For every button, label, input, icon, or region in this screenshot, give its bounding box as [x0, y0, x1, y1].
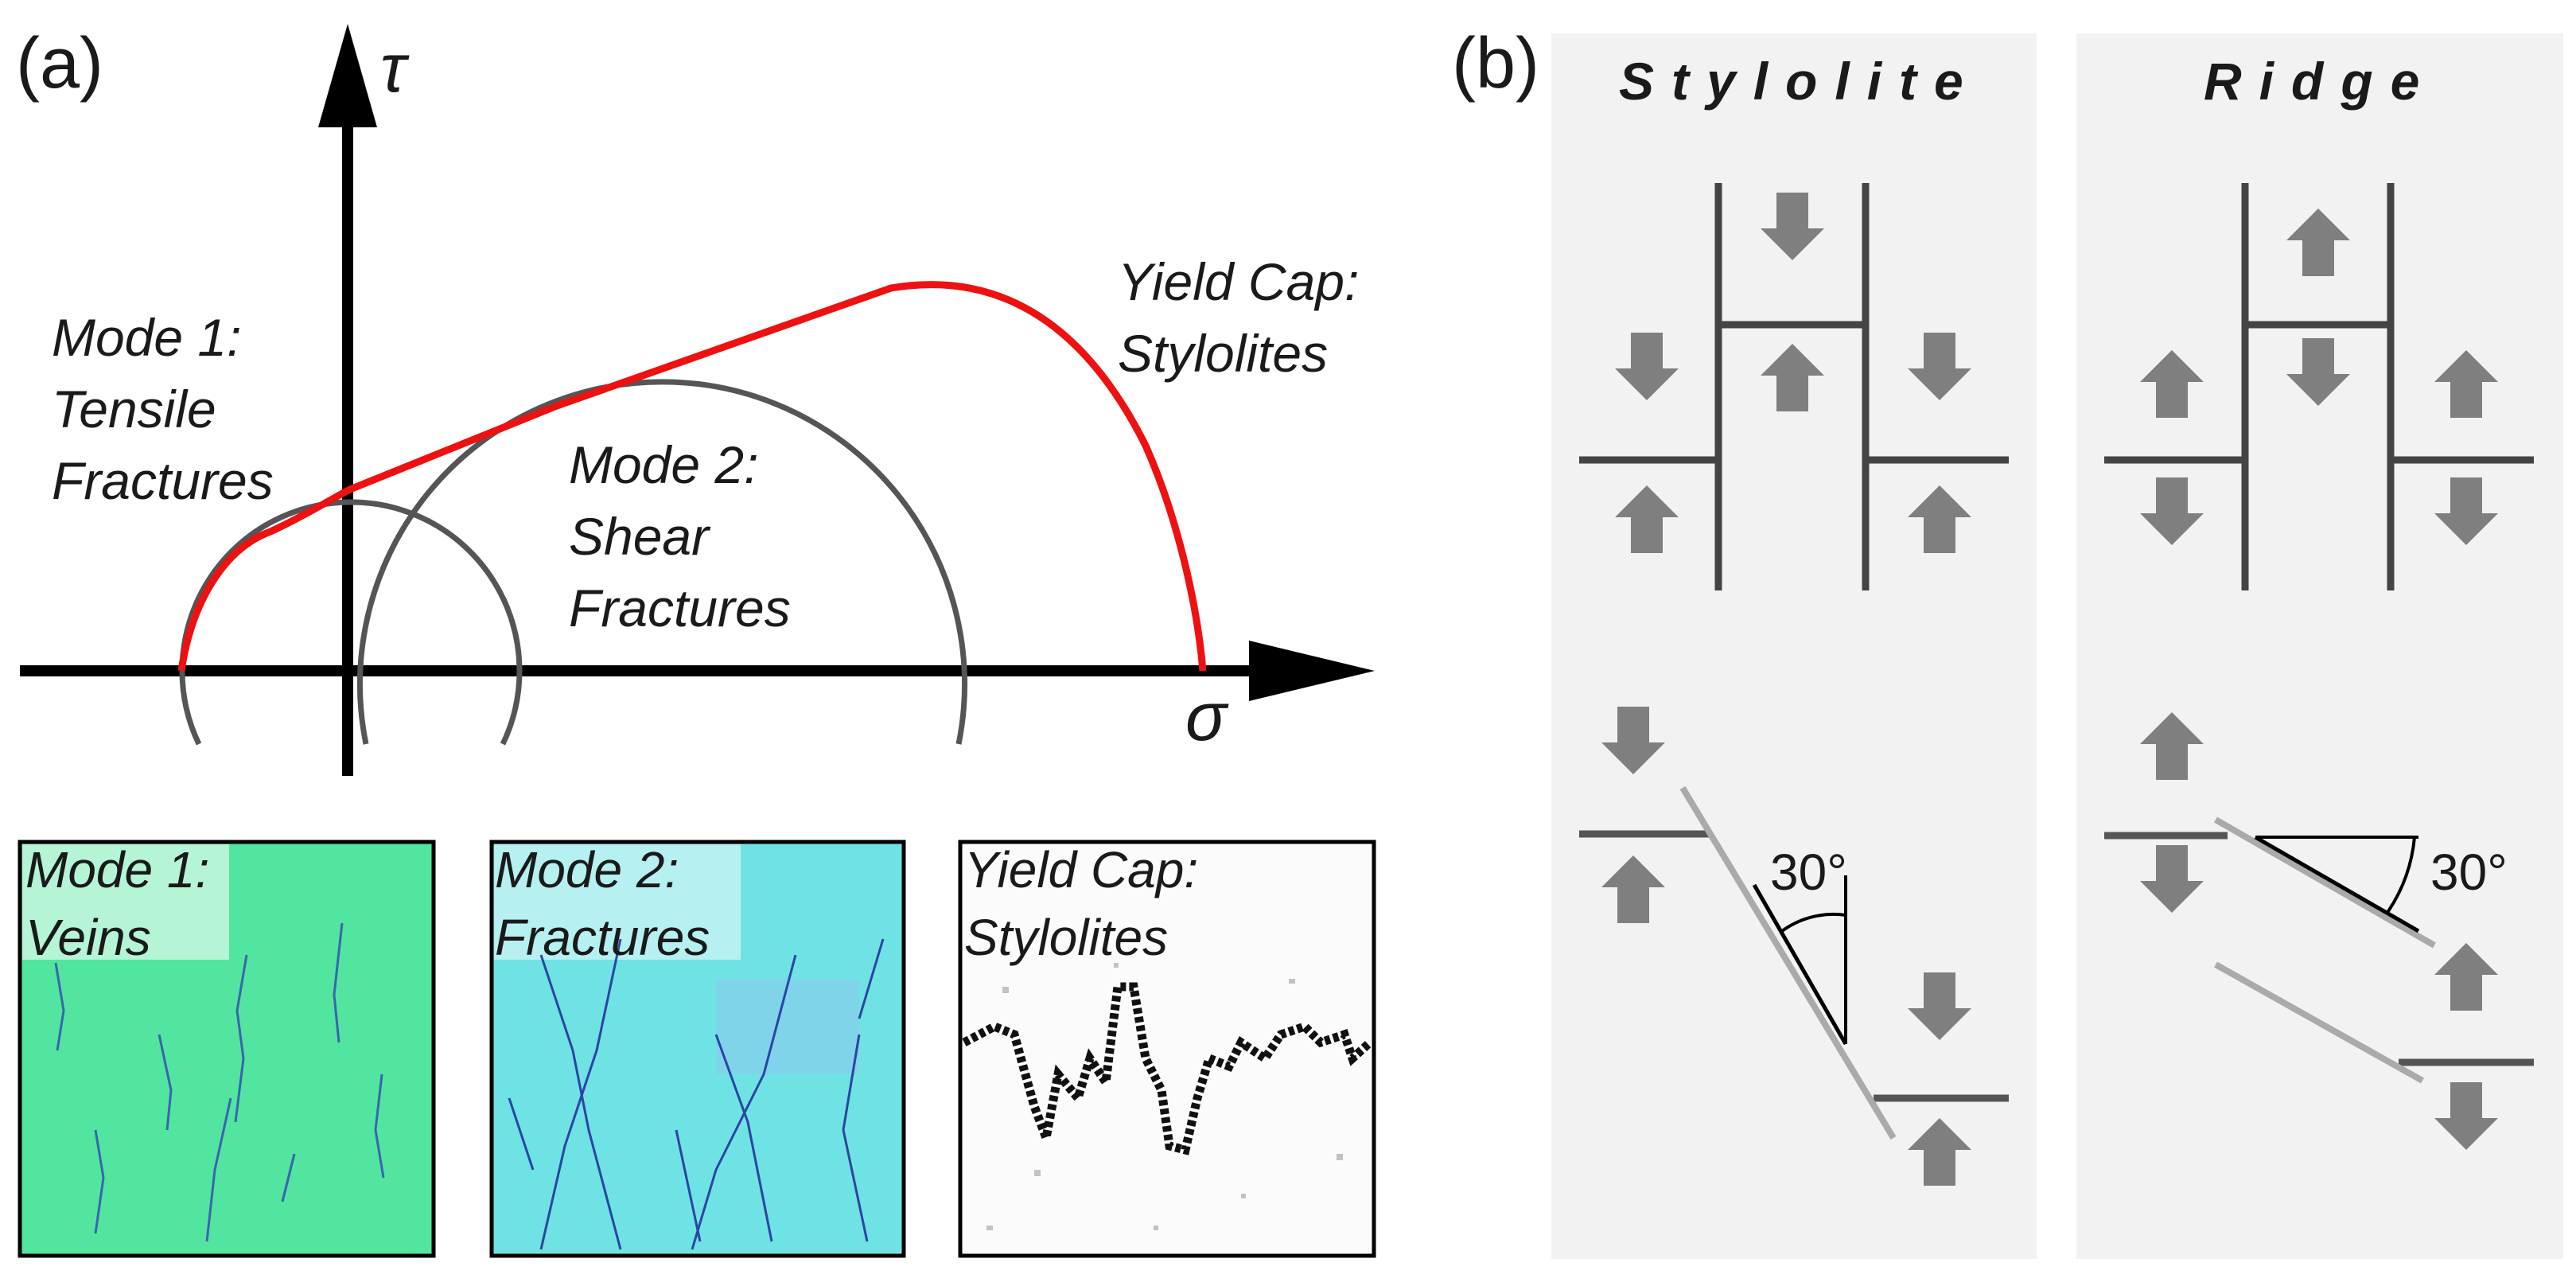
sigma-arrowhead: [1249, 641, 1375, 701]
mode2-label: Mode 2: Shear Fractures: [569, 435, 791, 637]
mohr-circle-large: [357, 379, 967, 745]
svg-text:Mode 1: Veins: Mode 1: Veins: [25, 841, 224, 966]
stylolite-angle-label: 30°: [1770, 844, 1847, 901]
svg-text:Yield Cap: Stylolites: Yield Cap: Stylolites: [964, 841, 1212, 966]
mohr-axes: [20, 24, 1375, 776]
panel-a-label: (a): [16, 24, 103, 103]
panel-b-label: (b): [1452, 24, 1539, 103]
mode1-label: Mode 1: Tensile Fractures: [52, 308, 274, 510]
sigma-label: σ: [1185, 679, 1229, 755]
stylolite-seam: [962, 982, 1373, 1155]
stylolite-schematic-angled: 30°: [1579, 707, 2009, 1186]
photo-veins: Mode 1: Veins: [18, 840, 436, 1258]
failure-envelope: [177, 281, 1207, 672]
stylolite-schematic-top: [1579, 183, 2009, 590]
ridge-schematic-top: [2104, 183, 2534, 590]
tau-arrowhead: [318, 24, 377, 127]
stylolite-title: Stylolite: [1619, 52, 1981, 111]
ridge-title: Ridge: [2204, 52, 2437, 111]
yield-cap-label: Yield Cap: Stylolites: [1118, 252, 1374, 383]
ridge-angle-label: 30°: [2430, 844, 2508, 901]
photo-stylolites: Yield Cap: Stylolites: [958, 840, 1376, 1258]
photo-fractures: Mode 2: Fractures: [489, 840, 906, 1258]
tau-label: τ: [380, 30, 410, 107]
ridge-schematic-angled: 30°: [2104, 712, 2534, 1150]
svg-text:Mode 2: Fractures: Mode 2: Fractures: [495, 841, 710, 966]
